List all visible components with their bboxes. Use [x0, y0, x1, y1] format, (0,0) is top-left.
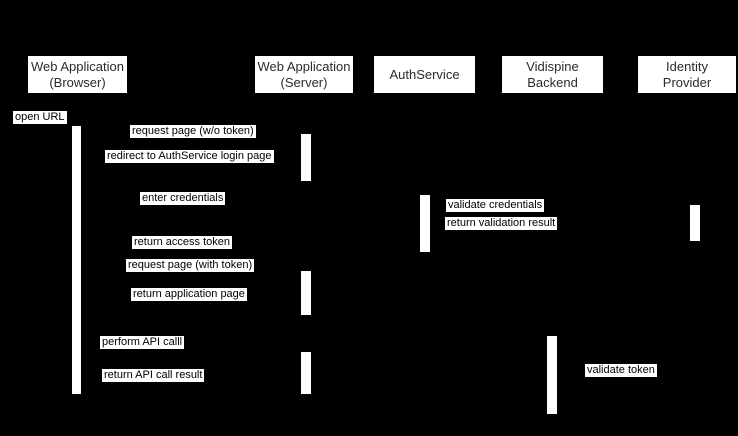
actor-label-line2: Backend	[527, 74, 578, 90]
message-return-api-call-result: return API call result	[102, 369, 205, 382]
actor-box-web-application-browser: Web Application (Browser)	[28, 56, 127, 93]
message-validate-credentials: validate credentials	[446, 199, 545, 212]
activation-bar-server-3	[301, 352, 311, 394]
activation-bar-authservice	[420, 195, 430, 252]
actor-box-identity-provider: Identity Provider	[638, 56, 736, 93]
activation-bar-vidispine	[547, 336, 557, 414]
activation-bar-server-2	[301, 271, 311, 315]
message-enter-credentials: enter credentials	[140, 192, 226, 205]
actor-box-web-application-server: Web Application (Server)	[255, 56, 353, 93]
message-validate-token: validate token	[585, 364, 657, 377]
message-request-page-without-token: request page (w/o token)	[130, 125, 256, 138]
message-perform-api-call: perform API calll	[100, 336, 185, 349]
message-request-page-with-token: request page (with token)	[126, 259, 255, 272]
actor-label-line1: Identity	[666, 58, 708, 74]
activation-bar-browser	[72, 126, 81, 394]
message-redirect-to-authservice-login-page: redirect to AuthService login page	[105, 150, 274, 163]
message-return-access-token: return access token	[132, 236, 232, 249]
activation-bar-identity-provider	[690, 205, 700, 241]
actor-label-line1: Web Application	[31, 58, 124, 74]
actor-label-line1: Web Application	[257, 58, 351, 74]
actor-box-vidispine-backend: Vidispine Backend	[502, 56, 603, 93]
actor-label-line1: Vidispine	[526, 58, 579, 74]
activation-bar-server-1	[301, 134, 311, 181]
actor-label-line2: (Server)	[280, 74, 328, 90]
message-return-application-page: return application page	[131, 288, 247, 301]
actor-label-line1: AuthService	[389, 66, 460, 82]
actor-label-line2: Provider	[662, 74, 712, 90]
actor-label-line2: (Browser)	[49, 74, 106, 90]
message-open-url: open URL	[13, 111, 67, 124]
message-return-validation-result: return validation result	[445, 217, 558, 230]
actor-box-authservice: AuthService	[374, 56, 475, 93]
